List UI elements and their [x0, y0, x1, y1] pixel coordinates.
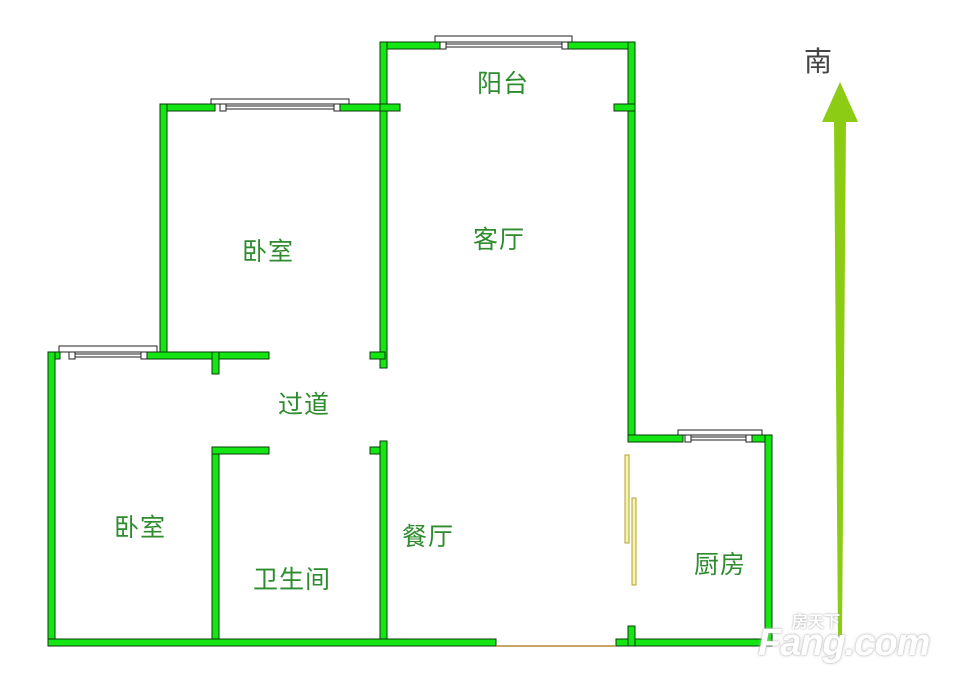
compass-label: 南 — [803, 45, 833, 78]
room-label-bathroom: 卫生间 — [252, 565, 332, 594]
watermark-cn: 房天下 — [792, 612, 841, 631]
room-label-living-room: 客厅 — [472, 225, 526, 254]
room-label-bedroom-2: 卧室 — [113, 513, 167, 542]
room-label-kitchen: 厨房 — [693, 550, 747, 579]
room-label-corridor: 过道 — [277, 390, 331, 419]
room-label-bedroom-1: 卧室 — [241, 237, 295, 266]
room-label-dining-room: 餐厅 — [401, 522, 455, 551]
north-arrow-icon — [822, 82, 858, 640]
watermark-logo: Fang.com — [758, 622, 930, 664]
room-label-balcony: 阳台 — [476, 69, 530, 98]
